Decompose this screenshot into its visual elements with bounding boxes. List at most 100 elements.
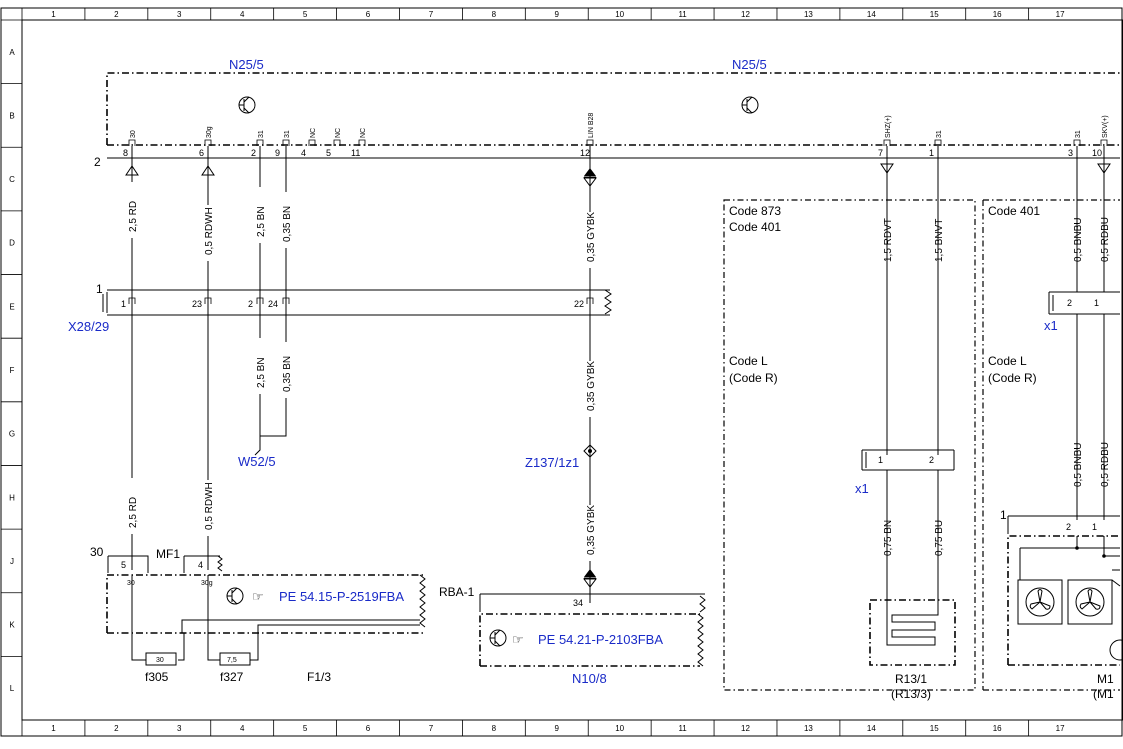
m1-pin-2: 2 (1066, 522, 1071, 532)
ref-link-pe2[interactable]: PE 54.21-P-2103FBA (538, 632, 663, 647)
pin-marker (256, 297, 264, 304)
wire-label-bg (125, 478, 137, 534)
transistor-icon (741, 96, 759, 114)
hand-pointer-icon: ☞ (252, 589, 264, 604)
row-label: G (9, 430, 15, 439)
r13-label: R13/1 (895, 672, 927, 686)
code-873-label: Code 873 (729, 204, 781, 218)
wire-label: 0,35 GYBK (586, 361, 597, 411)
col-label: 13 (804, 10, 813, 19)
pin-marker (586, 297, 594, 304)
x1-right-pin-2: 2 (1067, 298, 1072, 308)
x1-pin-1: 1 (878, 455, 883, 465)
pin-marker (282, 297, 290, 304)
wire-label-bg (201, 480, 213, 536)
connector-diamond-icon (583, 168, 597, 187)
x28-pos-label: 1 (96, 282, 103, 296)
connector-diamond-icon (583, 569, 597, 588)
wire-label-bg (880, 506, 892, 562)
wire-label: 0,35 GYBK (586, 212, 597, 262)
pin-number: 24 (268, 299, 278, 309)
pin-marker (204, 297, 212, 304)
wire-label: 2,5 RD (128, 497, 139, 528)
x1-mid-label: x1 (855, 481, 869, 496)
wire-label: 0,75 BN (883, 520, 894, 556)
code-401-right-label: Code 401 (988, 204, 1040, 218)
pin-name: 31 (284, 130, 291, 138)
col-label: 5 (303, 724, 308, 733)
fuse-box-f13: 30 MF1 5 4 30 30g ☞ PE 54.15-P-2519FBA 3… (90, 545, 426, 684)
wire-label-bg (880, 212, 892, 268)
w52-label: W52/5 (238, 454, 276, 469)
pin-number: 9 (275, 148, 280, 158)
col-label: 4 (240, 10, 245, 19)
wire-label: 0,35 BN (282, 206, 293, 242)
pin-name: LIN B28 (588, 113, 595, 138)
row-label: J (10, 557, 14, 566)
hand-pointer-icon: ☞ (512, 632, 524, 647)
col-label: 7 (429, 724, 434, 733)
rba-pin-34: 34 (573, 598, 583, 608)
wire-label-bg (1070, 437, 1082, 493)
f13-label: F1/3 (307, 670, 331, 684)
mf1-pin-5: 5 (121, 560, 126, 570)
pin-marker (1073, 139, 1081, 146)
col-label: 8 (492, 724, 497, 733)
pin-marker (204, 139, 212, 146)
pin-number: 2 (248, 299, 253, 309)
wire-label: 0,35 BN (282, 356, 293, 392)
wire-label-bg (201, 205, 213, 261)
transistor-icon (226, 587, 244, 605)
wire-label-bg (253, 338, 265, 394)
x1-pin-2: 2 (929, 455, 934, 465)
col-label: 16 (993, 10, 1002, 19)
row-label: E (9, 302, 14, 311)
wire-label-bg (583, 361, 595, 417)
wire-label: 1,5 BNVT (934, 219, 945, 262)
row-label: C (9, 175, 15, 184)
row-label: K (9, 621, 15, 630)
pin-marker (256, 139, 264, 146)
code-401-region: Code 401 Code L (Code R) 2 1 x1 1 2 1 (982, 146, 1123, 701)
wire-label: 0,5 BNBU (1073, 443, 1084, 487)
pin-name: NC (335, 128, 342, 138)
col-label: 9 (555, 10, 560, 19)
r13-alt-label: (R13/3) (891, 687, 931, 701)
pin-marker (333, 139, 341, 146)
transistor-icon (238, 96, 256, 114)
pin-name: SHZ(+) (885, 115, 892, 138)
wire-label-bg (583, 505, 595, 561)
n25-right-label: N25/5 (732, 57, 767, 72)
col-label: 6 (366, 10, 371, 19)
ref-link-pe1[interactable]: PE 54.15-P-2519FBA (279, 589, 404, 604)
m1-pos-label: 1 (1000, 508, 1007, 522)
x28-label: X28/29 (68, 319, 109, 334)
n25-module-box: N25/5 N25/5 (106, 57, 1120, 146)
pin-name: 30 (130, 130, 137, 138)
pin-number: 7 (878, 148, 883, 158)
column-ruler: 1122334455667788991010111112121313141415… (21, 8, 1065, 736)
wire-label: 0,5 RDWH (204, 207, 215, 255)
wire-label: 0,5 RDBU (1100, 442, 1111, 487)
wire-label-bg (583, 212, 595, 268)
pin-marker (308, 139, 316, 146)
col-label: 6 (366, 724, 371, 733)
row-label: F (10, 366, 15, 375)
col-label: 10 (615, 724, 624, 733)
rba-label: RBA-1 (439, 585, 475, 599)
pin-number: 1 (929, 148, 934, 158)
pin-marker (883, 139, 891, 146)
pin-marker (358, 139, 366, 146)
col-label: 2 (114, 10, 119, 19)
col-label: 14 (867, 724, 876, 733)
wire-label-bg (279, 192, 291, 248)
pin-marker (934, 139, 942, 146)
col-label: 4 (240, 724, 245, 733)
pin-number: 6 (199, 148, 204, 158)
wire-label: 0,35 GYBK (586, 505, 597, 555)
sheet-frame (0, 7, 1123, 737)
